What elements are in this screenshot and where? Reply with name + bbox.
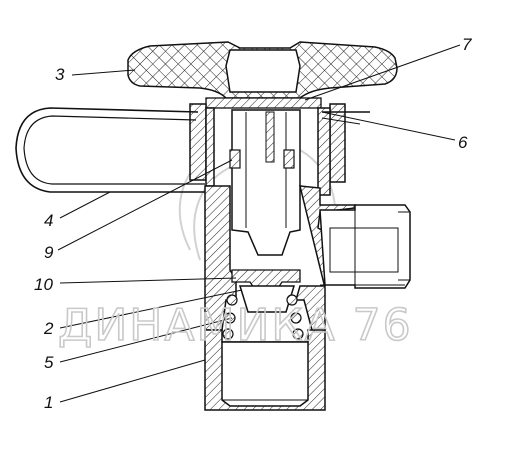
side-outlet [319,204,411,289]
o-ring-left [229,149,241,169]
callout-5: 5 [44,353,54,372]
valve-disc [238,285,296,313]
callout-3: 3 [55,65,65,84]
spring [222,294,304,340]
o-ring-right [283,149,295,169]
callout-4: 4 [44,211,53,230]
cap-housing [189,103,207,181]
cap-inner-left [205,107,215,187]
handwheel-knob [225,49,301,93]
callout-10: 10 [34,275,53,294]
callout-9: 9 [44,243,54,262]
leader-lines [57,44,461,403]
cap-inner-right [317,107,331,196]
callout-1: 1 [44,393,53,412]
watermark-text: ДИНАМИКА 76 [58,300,413,351]
callout-6: 6 [458,133,468,152]
callout-2: 2 [43,319,54,338]
loop-strap [15,107,205,193]
spindle [231,109,301,256]
gasket [205,97,322,109]
callout-7: 7 [462,35,472,54]
